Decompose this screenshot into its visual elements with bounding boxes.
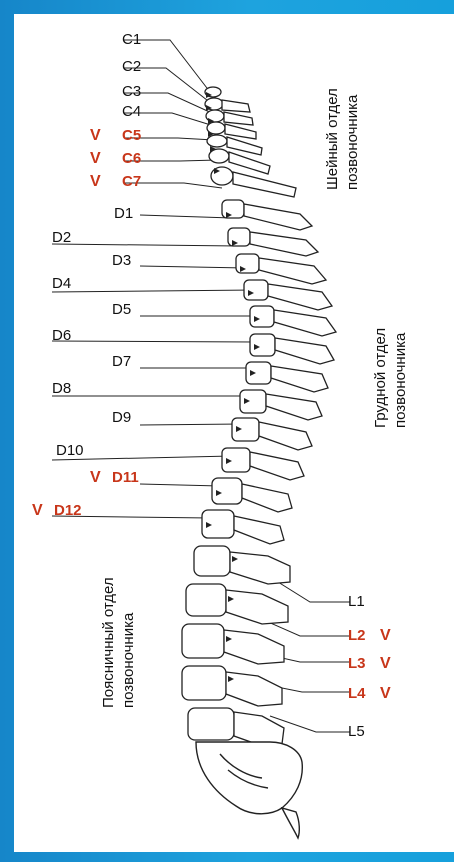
leader-d4 — [52, 290, 256, 292]
process-c7 — [233, 172, 296, 197]
process-l5 — [234, 712, 284, 746]
vertebra-c5 — [207, 135, 227, 147]
vertebra-d3 — [236, 254, 259, 273]
process-d11 — [242, 484, 292, 512]
label-d8: D8 — [52, 381, 71, 397]
region-thoracic-line2: позвоночника — [392, 333, 410, 428]
label-d3: D3 — [112, 253, 131, 269]
leader-d11 — [140, 484, 220, 486]
label-d10: D10 — [56, 443, 84, 459]
label-c7: C7 — [122, 174, 141, 190]
marker-c5: V — [90, 128, 101, 144]
label-l4: L4 — [348, 686, 366, 702]
region-lumbar-line1: Поясничный отдел — [100, 577, 118, 708]
marker-c6: V — [90, 151, 101, 167]
region-lumbar-line2: позвоночника — [120, 613, 138, 708]
process-d1 — [244, 204, 312, 230]
region-cervical-line2: позвоночника — [344, 95, 362, 190]
label-c6: C6 — [122, 151, 141, 167]
process-l4 — [226, 672, 282, 706]
process-c4 — [225, 124, 256, 139]
vertebra-l5 — [188, 708, 234, 740]
label-d7: D7 — [112, 354, 131, 370]
process-d10 — [250, 452, 304, 480]
vertebra-l4 — [182, 666, 226, 700]
vertebra-d4 — [244, 280, 268, 300]
label-d5: D5 — [112, 302, 131, 318]
label-c2: C2 — [122, 59, 141, 75]
leader-d1 — [140, 215, 232, 218]
label-d9: D9 — [112, 410, 131, 426]
process-l3 — [224, 630, 284, 664]
marker-l3: V — [380, 656, 391, 672]
leader-d3 — [140, 266, 246, 268]
vertebra-d7 — [246, 362, 271, 384]
vertebra-l1 — [194, 546, 230, 576]
process-d7 — [271, 366, 328, 392]
process-d5 — [274, 310, 336, 336]
process-d3 — [259, 258, 326, 284]
sacrum-coccyx — [196, 742, 302, 838]
process-d2 — [250, 232, 318, 256]
label-d6: D6 — [52, 328, 71, 344]
marker-d12: V — [32, 503, 43, 519]
coccyx — [282, 808, 299, 838]
process-d9 — [259, 422, 312, 450]
leader-d6 — [52, 341, 262, 342]
label-d2: D2 — [52, 230, 71, 246]
process-c3 — [224, 112, 253, 125]
marker-l2: V — [380, 628, 391, 644]
vertebra-c6 — [209, 149, 229, 163]
label-d4: D4 — [52, 276, 71, 292]
process-c2 — [222, 100, 250, 112]
process-l1 — [230, 552, 290, 584]
vertebra-d8 — [240, 390, 266, 413]
process-c6 — [229, 152, 270, 174]
label-c4: C4 — [122, 104, 141, 120]
region-cervical-line1: Шейный отдел — [324, 88, 342, 190]
label-l1: L1 — [348, 594, 365, 610]
label-l5: L5 — [348, 724, 365, 740]
process-l2 — [226, 590, 288, 624]
vertebra-d1 — [222, 200, 244, 218]
process-d12 — [234, 516, 284, 544]
label-d12: D12 — [54, 503, 82, 519]
label-l2: L2 — [348, 628, 366, 644]
vertebra-d6 — [250, 334, 275, 356]
process-d8 — [266, 394, 322, 420]
vertebra-l3 — [182, 624, 224, 658]
label-c5: C5 — [122, 128, 141, 144]
marker-d11: V — [90, 470, 101, 486]
sacrum — [196, 742, 302, 814]
label-d11: D11 — [112, 470, 139, 486]
vertebra-l2 — [186, 584, 226, 616]
vertebra-d5 — [250, 306, 274, 327]
region-thoracic-line1: Грудной отдел — [372, 328, 390, 428]
label-l3: L3 — [348, 656, 366, 672]
process-c5 — [227, 137, 262, 155]
label-c1: C1 — [122, 32, 141, 48]
marker-l4: V — [380, 686, 391, 702]
label-d1: D1 — [114, 206, 133, 222]
vertebra-d2 — [228, 228, 250, 246]
process-d4 — [268, 284, 332, 310]
process-d6 — [275, 338, 334, 364]
marker-c7: V — [90, 174, 101, 190]
leader-d9 — [140, 424, 242, 425]
label-c3: C3 — [122, 84, 141, 100]
leader-d2 — [52, 244, 238, 246]
